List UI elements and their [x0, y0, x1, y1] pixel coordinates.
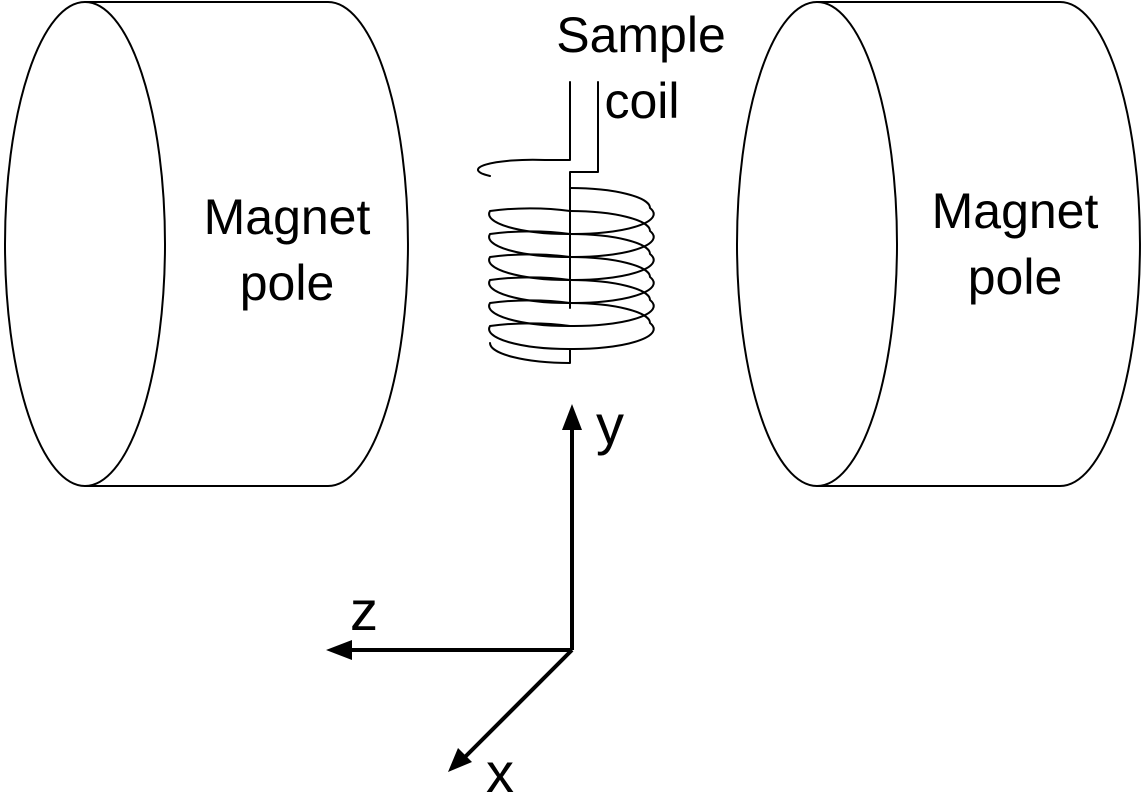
right-magnet-label-line1: Magnet: [932, 183, 1099, 239]
coil-lead-left: [477, 81, 571, 177]
left-magnet-face: [4, 1, 166, 487]
y-axis-arrowhead: [562, 404, 582, 430]
coil-label-line2: coil: [604, 73, 679, 129]
z-axis-arrowhead: [326, 640, 352, 660]
left-magnet-label-line1: Magnet: [204, 189, 371, 245]
right-magnet-face: [736, 1, 898, 487]
x-axis-line: [462, 648, 574, 760]
coil-bottom-lead: [489, 342, 571, 364]
right-magnet-label-line2: pole: [968, 249, 1063, 305]
z-axis-label: z: [350, 579, 378, 642]
x-axis-label: x: [486, 741, 514, 792]
sample-coil: Sample coil: [477, 7, 726, 364]
coil-label-line1: Sample: [556, 7, 726, 63]
coil-turn: [488, 279, 655, 328]
left-magnet-pole: Magnet pole: [4, 1, 409, 487]
coil-turn: [488, 302, 655, 351]
left-magnet-label-line2: pole: [240, 255, 335, 311]
y-axis-label: y: [596, 393, 624, 456]
right-magnet-body: [816, 1, 1141, 487]
x-axis-arrowhead: [448, 748, 472, 772]
left-magnet-body: [84, 1, 409, 487]
right-magnet-pole: Magnet pole: [736, 1, 1141, 487]
coil-lead-right: [569, 81, 599, 309]
coordinate-axes: y z x: [326, 393, 624, 792]
